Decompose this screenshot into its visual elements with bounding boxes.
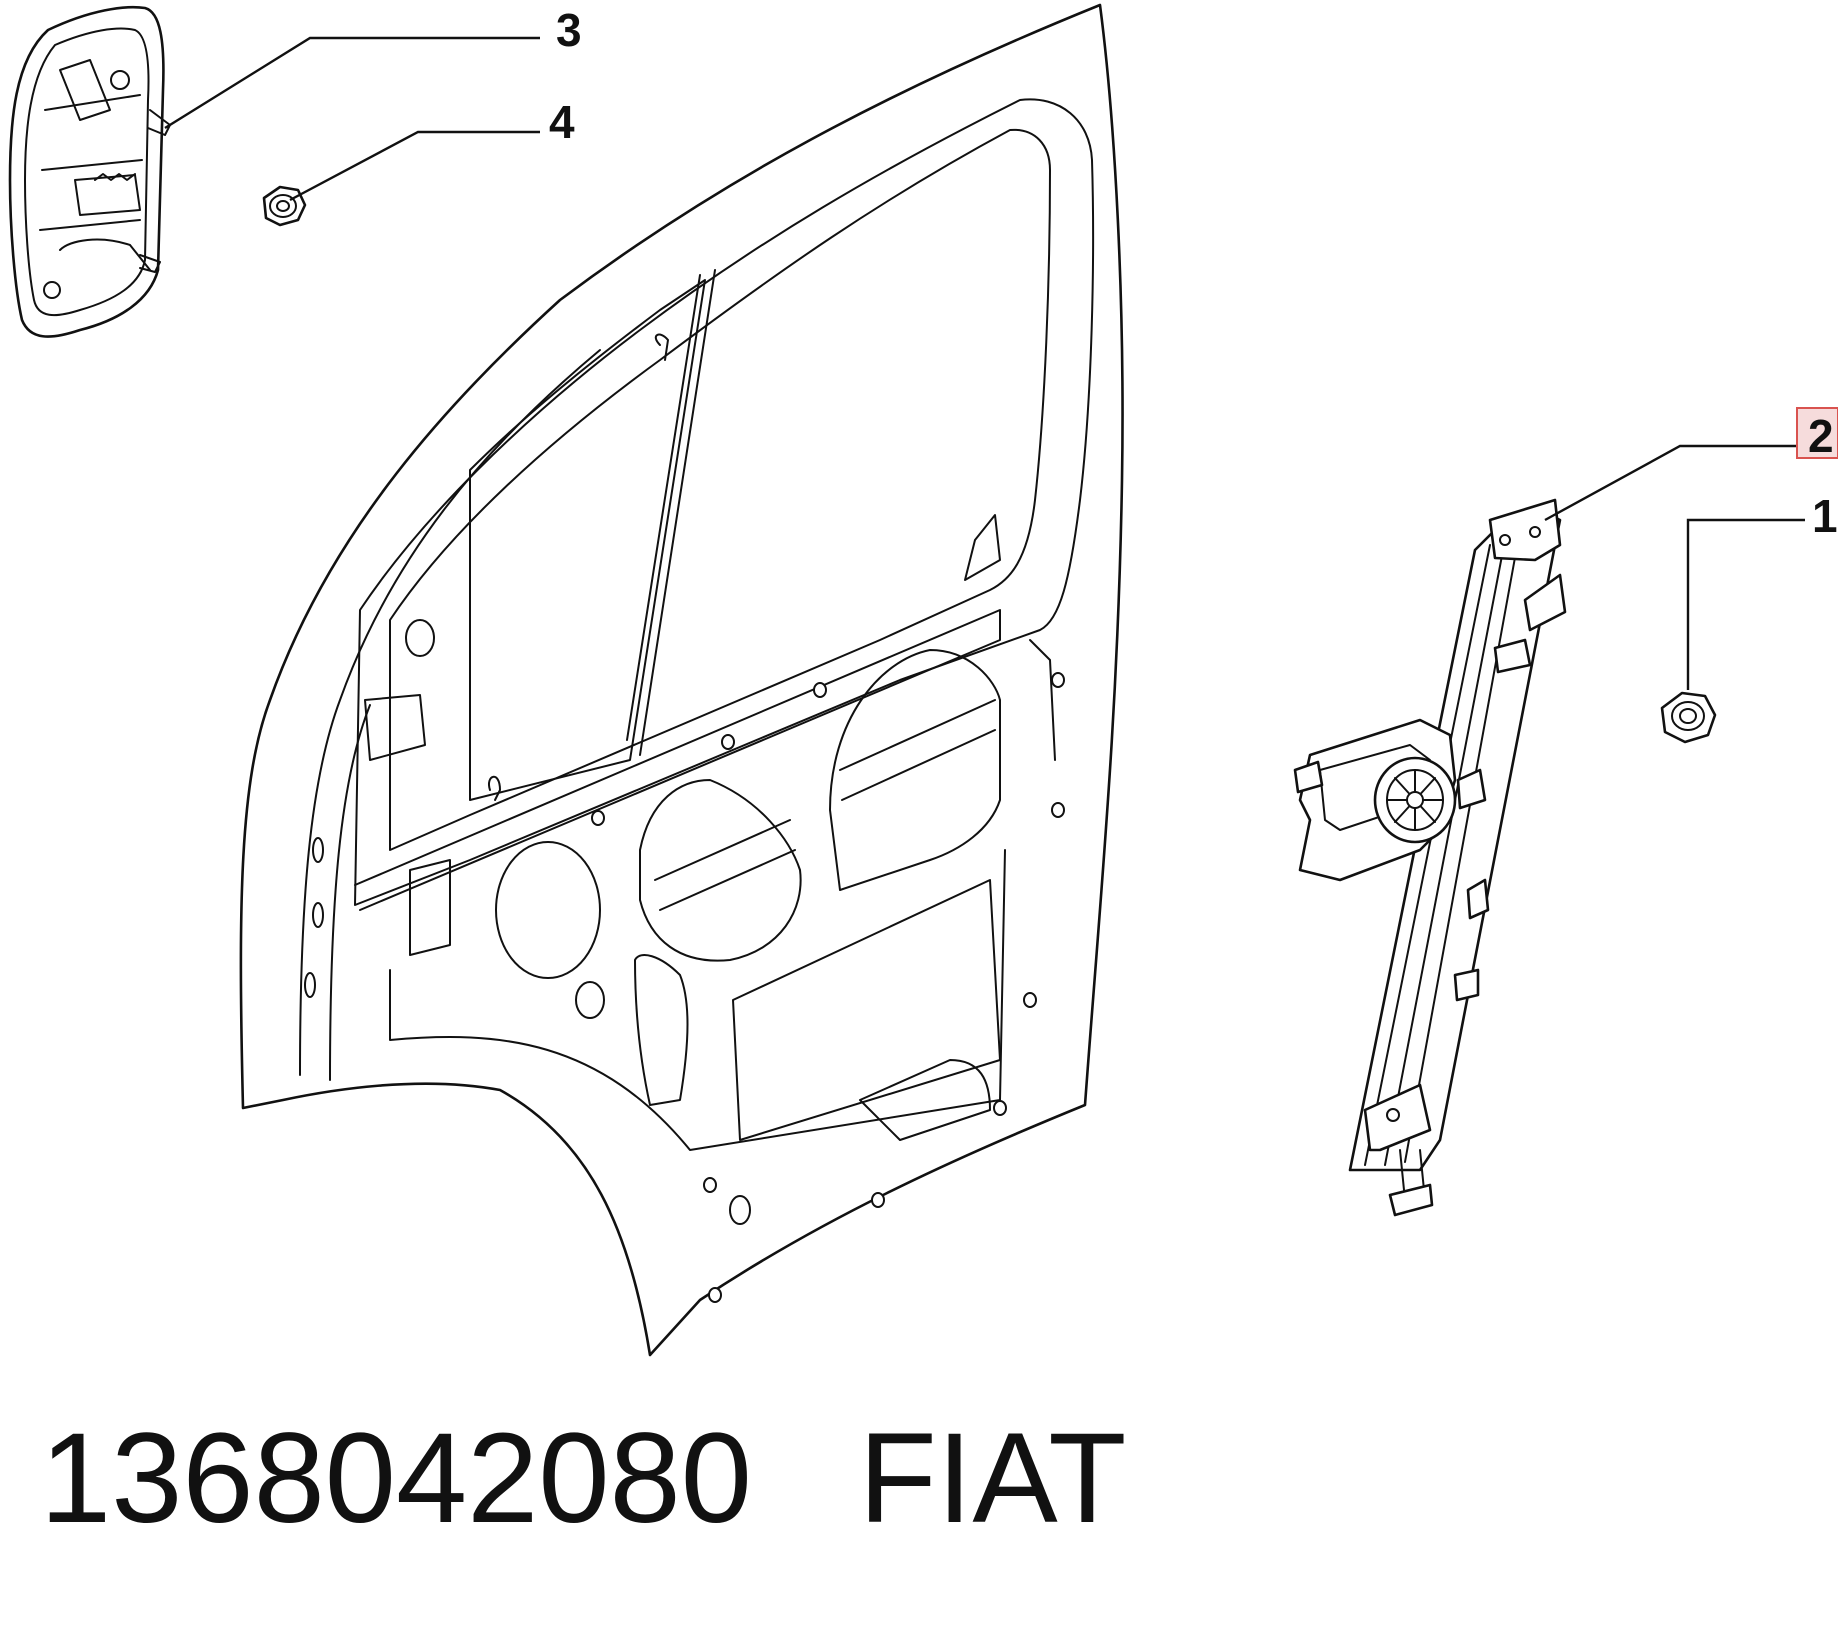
callout-1[interactable]: 1 (1812, 490, 1838, 542)
leader-line-3 (164, 36, 540, 130)
brand-name: FIAT (858, 1407, 1127, 1550)
leader-line-2 (1544, 444, 1800, 522)
callout-1-label: 1 (1812, 490, 1838, 542)
callout-2[interactable]: 2 (1796, 407, 1838, 462)
window-regulator (1293, 498, 1567, 1217)
callout-2-label: 2 (1808, 410, 1834, 462)
door-panel (239, 3, 1124, 1357)
nut-part-4 (262, 185, 307, 227)
callout-4-label: 4 (549, 96, 575, 148)
nut-part-1 (1660, 691, 1717, 744)
callout-3-label: 3 (556, 4, 582, 56)
leader-lines (164, 36, 1805, 690)
door-handle-bracket (8, 5, 171, 338)
leader-line-4 (289, 130, 540, 202)
leader-line-1 (1686, 518, 1805, 690)
callout-3[interactable]: 3 (556, 4, 582, 56)
caption-spacer (752, 1407, 859, 1550)
footer-caption: 1368042080 FIAT (40, 1415, 1126, 1543)
part-number: 1368042080 (40, 1407, 752, 1550)
callout-2-highlight (1796, 407, 1838, 459)
callout-4[interactable]: 4 (549, 96, 575, 148)
